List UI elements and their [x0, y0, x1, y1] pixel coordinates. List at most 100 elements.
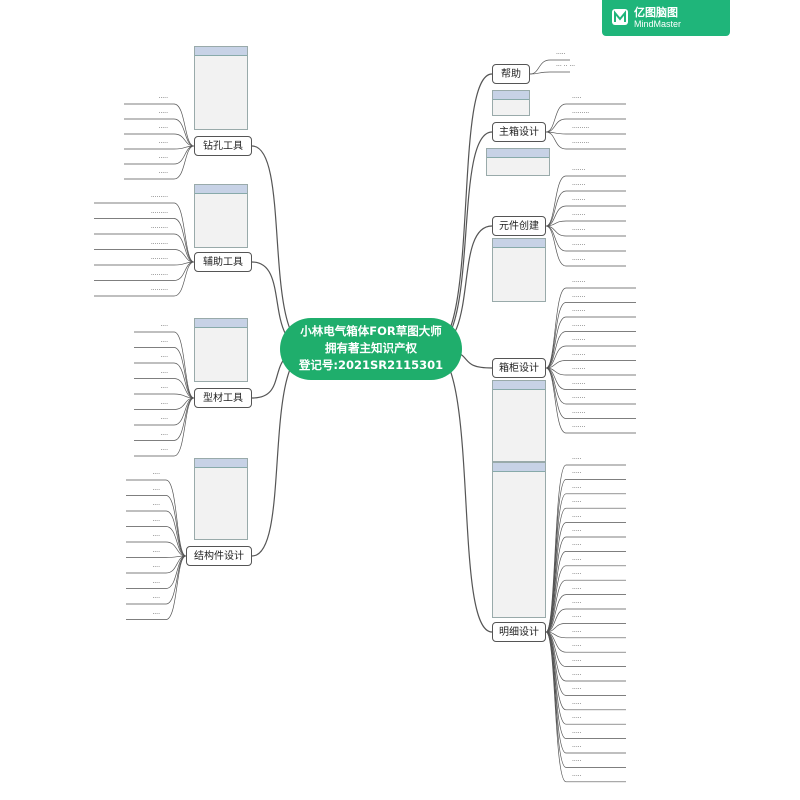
leaf-detail-7[interactable]: ····· — [572, 557, 582, 565]
leaf-connector — [546, 566, 626, 632]
branch-profile[interactable]: 型材工具 — [194, 388, 252, 408]
branch-detail[interactable]: 明细设计 — [492, 622, 546, 642]
leaf-component-1[interactable]: ······· — [572, 182, 585, 190]
leaf-structure-1[interactable]: ···· — [152, 487, 160, 495]
leaf-detail-0[interactable]: ····· — [572, 456, 582, 464]
leaf-drill-2[interactable]: ····· — [158, 125, 168, 133]
leaf-main_design-0[interactable]: ····· — [572, 95, 582, 103]
leaf-drill-4[interactable]: ····· — [158, 155, 168, 163]
leaf-detail-15[interactable]: ····· — [572, 672, 582, 680]
leaf-structure-7[interactable]: ···· — [152, 580, 160, 588]
branch-drill[interactable]: 钻孔工具 — [194, 136, 252, 156]
leaf-component-2[interactable]: ······· — [572, 197, 585, 205]
leaf-cabinet-9[interactable]: ······· — [572, 410, 585, 418]
leaf-profile-4[interactable]: ···· — [160, 385, 168, 393]
branch-structure[interactable]: 结构件设计 — [186, 546, 252, 566]
leaf-aux-5[interactable]: ········· — [151, 272, 168, 280]
leaf-main_design-2[interactable]: ········· — [572, 125, 589, 133]
leaf-detail-2[interactable]: ····· — [572, 485, 582, 493]
leaf-detail-20[interactable]: ····· — [572, 744, 582, 752]
leaf-aux-6[interactable]: ········· — [151, 287, 168, 295]
leaf-component-4[interactable]: ······· — [572, 227, 585, 235]
leaf-detail-5[interactable]: ····· — [572, 528, 582, 536]
leaf-drill-5[interactable]: ····· — [158, 170, 168, 178]
branch-component[interactable]: 元件创建 — [492, 216, 546, 236]
leaf-help-1[interactable]: ··· ·· ··· — [556, 63, 575, 71]
leaf-aux-1[interactable]: ········· — [151, 210, 168, 218]
main-toolbar-image-a — [492, 90, 530, 116]
leaf-profile-3[interactable]: ···· — [160, 370, 168, 378]
leaf-detail-3[interactable]: ····· — [572, 499, 582, 507]
leaf-connector — [94, 250, 194, 263]
leaf-detail-13[interactable]: ····· — [572, 643, 582, 651]
branch-main-design[interactable]: 主箱设计 — [492, 122, 546, 142]
leaf-detail-19[interactable]: ····· — [572, 730, 582, 738]
leaf-cabinet-10[interactable]: ······· — [572, 424, 585, 432]
branch-cabinet[interactable]: 箱柜设计 — [492, 358, 546, 378]
leaf-aux-3[interactable]: ········· — [151, 241, 168, 249]
leaf-detail-9[interactable]: ····· — [572, 586, 582, 594]
leaf-detail-11[interactable]: ····· — [572, 614, 582, 622]
leaf-detail-17[interactable]: ····· — [572, 701, 582, 709]
leaf-structure-0[interactable]: ···· — [152, 471, 160, 479]
leaf-main_design-1[interactable]: ········· — [572, 110, 589, 118]
leaf-connector — [546, 595, 626, 632]
leaf-help-0[interactable]: ····· — [556, 51, 566, 59]
leaf-detail-18[interactable]: ····· — [572, 715, 582, 723]
leaf-structure-3[interactable]: ···· — [152, 518, 160, 526]
leaf-cabinet-0[interactable]: ······· — [572, 279, 585, 287]
leaf-aux-2[interactable]: ········· — [151, 225, 168, 233]
main-toolbar-image-b — [486, 148, 550, 176]
leaf-detail-1[interactable]: ····· — [572, 470, 582, 478]
leaf-component-5[interactable]: ······· — [572, 242, 585, 250]
leaf-profile-2[interactable]: ···· — [160, 354, 168, 362]
leaf-connector — [94, 203, 194, 262]
leaf-detail-22[interactable]: ····· — [572, 773, 582, 781]
leaf-profile-5[interactable]: ···· — [160, 401, 168, 409]
leaf-connector — [546, 226, 626, 266]
leaf-cabinet-6[interactable]: ······· — [572, 366, 585, 374]
leaf-aux-4[interactable]: ········· — [151, 256, 168, 264]
leaf-drill-1[interactable]: ····· — [158, 110, 168, 118]
leaf-drill-0[interactable]: ····· — [158, 95, 168, 103]
leaf-detail-21[interactable]: ····· — [572, 758, 582, 766]
leaf-main_design-3[interactable]: ········· — [572, 140, 589, 148]
leaf-cabinet-1[interactable]: ······· — [572, 294, 585, 302]
branch-help[interactable]: 帮助 — [492, 64, 530, 84]
profile-toolbar-image — [194, 318, 248, 382]
leaf-cabinet-2[interactable]: ······· — [572, 308, 585, 316]
leaf-detail-6[interactable]: ····· — [572, 542, 582, 550]
leaf-structure-8[interactable]: ···· — [152, 595, 160, 603]
leaf-profile-0[interactable]: ···· — [160, 323, 168, 331]
leaf-profile-6[interactable]: ···· — [160, 416, 168, 424]
leaf-cabinet-3[interactable]: ······· — [572, 323, 585, 331]
leaf-structure-5[interactable]: ···· — [152, 549, 160, 557]
branch-aux[interactable]: 辅助工具 — [194, 252, 252, 272]
leaf-structure-9[interactable]: ···· — [152, 611, 160, 619]
leaf-detail-10[interactable]: ····· — [572, 600, 582, 608]
cabinet-toolbar-image — [492, 380, 546, 462]
central-topic[interactable]: 小林电气箱体FOR草图大师 拥有著主知识产权 登记号:2021SR2115301 — [280, 318, 462, 380]
leaf-profile-8[interactable]: ···· — [160, 447, 168, 455]
leaf-component-0[interactable]: ······· — [572, 167, 585, 175]
leaf-component-6[interactable]: ······· — [572, 257, 585, 265]
structure-toolbar-image — [194, 458, 248, 540]
leaf-profile-1[interactable]: ···· — [160, 339, 168, 347]
leaf-detail-16[interactable]: ····· — [572, 686, 582, 694]
leaf-aux-0[interactable]: ········· — [151, 194, 168, 202]
leaf-connector — [546, 632, 626, 667]
leaf-cabinet-5[interactable]: ······· — [572, 352, 585, 360]
leaf-cabinet-8[interactable]: ······· — [572, 395, 585, 403]
leaf-cabinet-4[interactable]: ······· — [572, 337, 585, 345]
leaf-detail-4[interactable]: ····· — [572, 514, 582, 522]
leaf-structure-6[interactable]: ···· — [152, 564, 160, 572]
leaf-structure-4[interactable]: ···· — [152, 533, 160, 541]
leaf-drill-3[interactable]: ····· — [158, 140, 168, 148]
leaf-detail-12[interactable]: ····· — [572, 629, 582, 637]
leaf-structure-2[interactable]: ···· — [152, 502, 160, 510]
leaf-cabinet-7[interactable]: ······· — [572, 381, 585, 389]
leaf-component-3[interactable]: ······· — [572, 212, 585, 220]
leaf-detail-14[interactable]: ····· — [572, 658, 582, 666]
leaf-profile-7[interactable]: ···· — [160, 432, 168, 440]
leaf-detail-8[interactable]: ····· — [572, 571, 582, 579]
